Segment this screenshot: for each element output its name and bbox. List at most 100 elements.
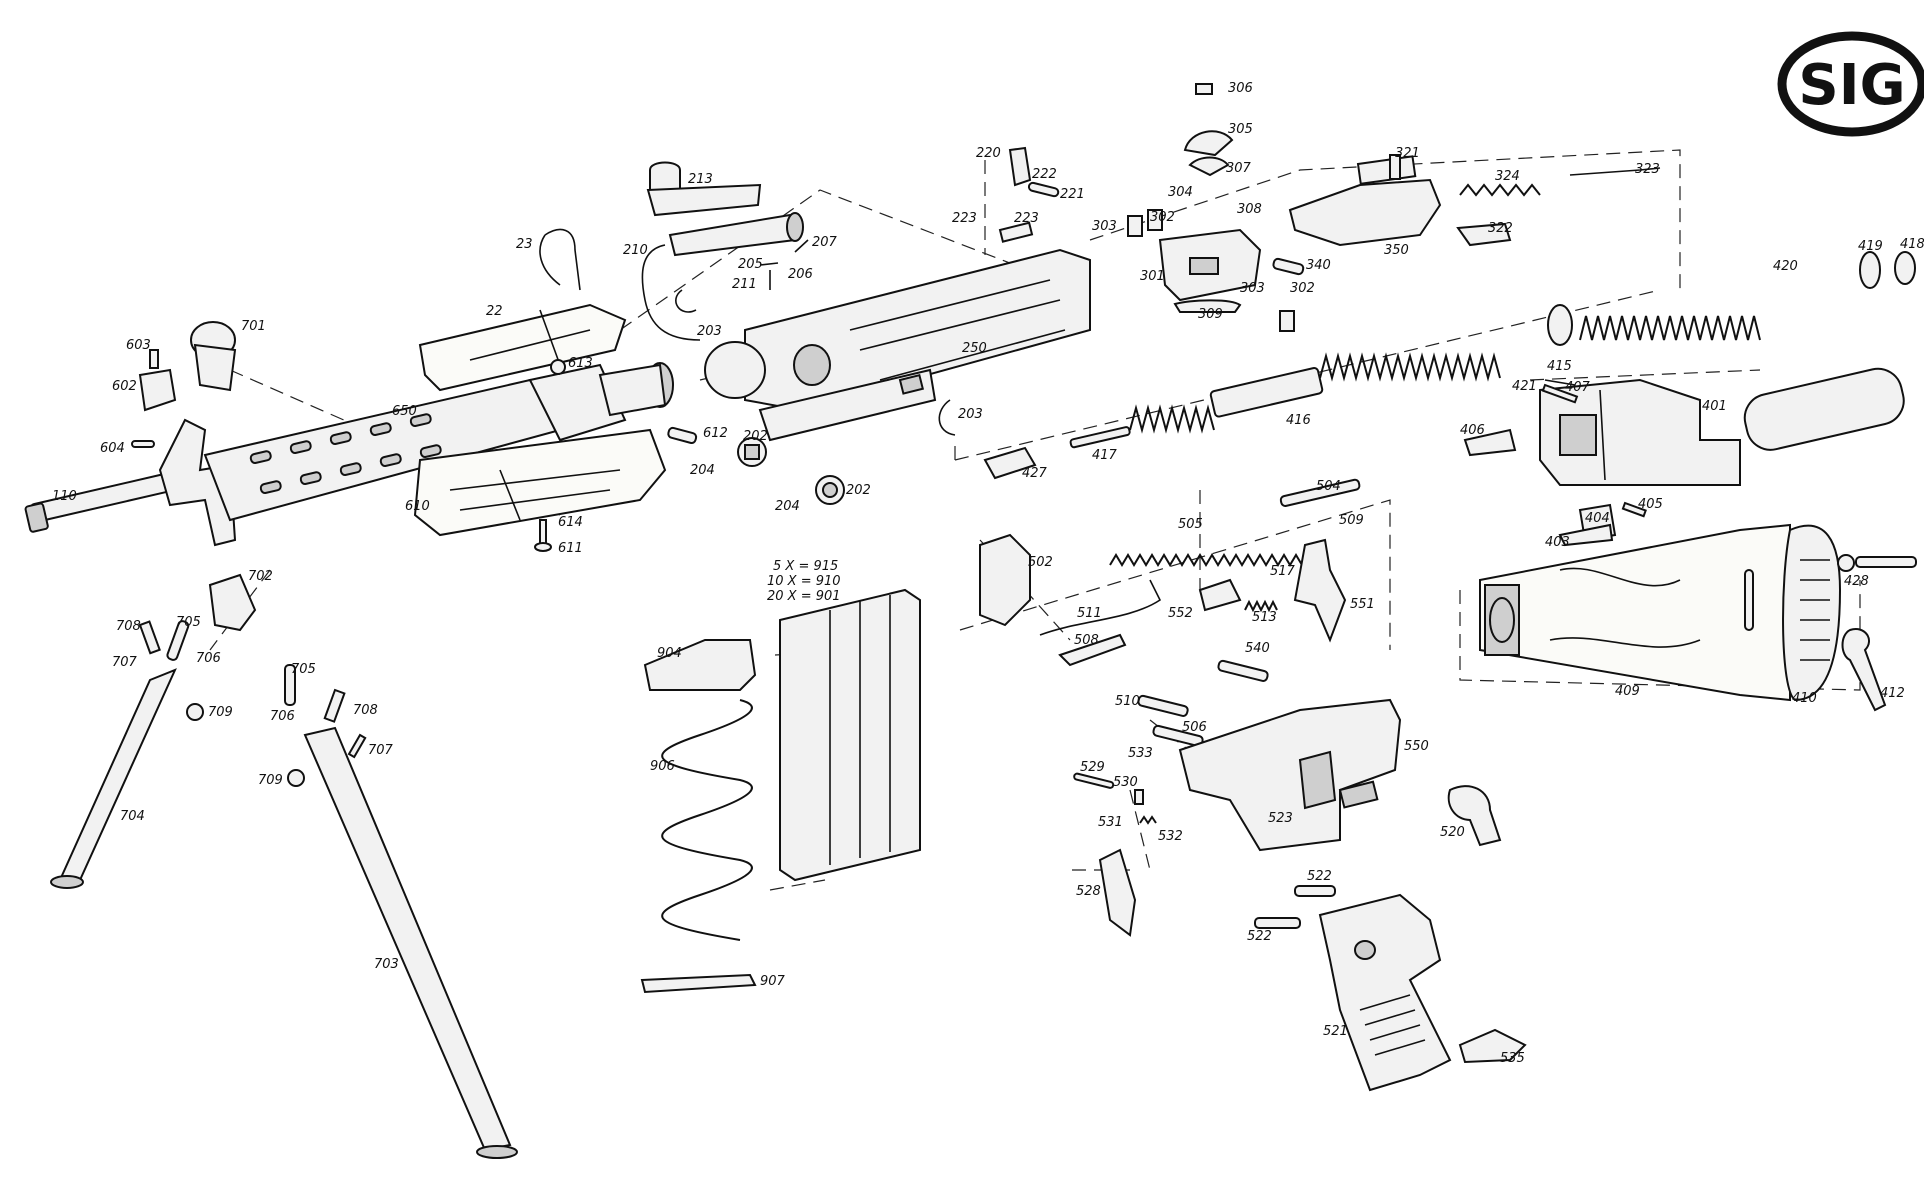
label-551: 551 xyxy=(1350,597,1375,612)
rod-417 xyxy=(1069,426,1131,449)
label-705-right: 705 xyxy=(291,662,316,677)
label-532: 532 xyxy=(1158,829,1183,844)
pin-603 xyxy=(149,349,159,369)
label-203-upper: 203 xyxy=(697,324,722,339)
label-510: 510 xyxy=(1115,694,1140,709)
label-420: 420 xyxy=(1773,259,1798,274)
pin-510 xyxy=(1137,694,1189,717)
magazine-body xyxy=(779,588,921,882)
label-552: 552 xyxy=(1168,606,1193,621)
label-220: 220 xyxy=(976,146,1001,161)
label-412: 412 xyxy=(1880,686,1905,701)
guide-416 xyxy=(1209,367,1324,418)
label-416: 416 xyxy=(1286,413,1311,428)
handle-210 xyxy=(668,213,797,257)
label-303-upper: 303 xyxy=(1092,219,1117,234)
label-531: 531 xyxy=(1098,815,1123,830)
label-704: 704 xyxy=(120,809,145,824)
sig-logo: SIG xyxy=(1777,31,1924,137)
spring-324 xyxy=(1459,183,1541,197)
mag-note-line-1: 5 X = 915 xyxy=(773,559,838,574)
label-301: 301 xyxy=(1140,269,1165,284)
label-520: 520 xyxy=(1440,825,1465,840)
label-709-left: 709 xyxy=(208,705,233,720)
label-707-right: 707 xyxy=(368,743,394,758)
part-322 xyxy=(1456,222,1512,247)
lever-528 xyxy=(1098,848,1137,937)
trigger-551 xyxy=(1293,538,1347,643)
pin-504 xyxy=(1279,478,1361,507)
label-702: 702 xyxy=(248,569,273,584)
butt-409 xyxy=(1479,523,1791,702)
spring-532 xyxy=(1139,815,1157,825)
stock-insert xyxy=(1559,414,1597,456)
nut-613 xyxy=(550,359,566,375)
label-418: 418 xyxy=(1900,237,1924,252)
label-427: 427 xyxy=(1022,466,1048,481)
label-705-left: 705 xyxy=(176,615,201,630)
label-307: 307 xyxy=(1226,161,1252,176)
label-350: 350 xyxy=(1384,243,1409,258)
trigger-group xyxy=(979,478,1527,1092)
label-522-lower: 522 xyxy=(1247,929,1272,944)
part-307 xyxy=(1188,156,1230,177)
label-415: 415 xyxy=(1547,359,1572,374)
buttstock-group xyxy=(1463,367,1917,712)
label-604: 604 xyxy=(100,441,125,456)
screw-604 xyxy=(131,440,155,448)
label-603: 603 xyxy=(126,338,151,353)
follower-904 xyxy=(643,639,757,691)
spring-421 xyxy=(1319,352,1501,382)
pin-529 xyxy=(1073,772,1115,789)
label-340: 340 xyxy=(1306,258,1331,273)
label-517: 517 xyxy=(1270,564,1296,579)
label-404: 404 xyxy=(1585,511,1610,526)
label-703: 703 xyxy=(374,957,399,972)
lower-handguard-610 xyxy=(413,428,667,537)
label-302-upper: 302 xyxy=(1150,210,1175,225)
label-504: 504 xyxy=(1316,479,1341,494)
label-23: 23 xyxy=(516,237,533,252)
part-220 xyxy=(1008,146,1032,187)
spring-513 xyxy=(1244,599,1278,613)
label-324: 324 xyxy=(1495,169,1520,184)
pin-708b xyxy=(323,688,346,723)
pin-522a xyxy=(1294,885,1336,897)
spring-505 xyxy=(1109,553,1303,567)
foot-704 xyxy=(50,875,84,889)
grip-521 xyxy=(1318,893,1452,1092)
label-706-left: 706 xyxy=(196,651,221,666)
receiver-assembly xyxy=(641,146,1091,505)
label-305: 305 xyxy=(1228,122,1253,137)
clip-203-lower xyxy=(938,399,956,436)
label-602: 602 xyxy=(112,379,137,394)
part-305 xyxy=(1183,130,1234,157)
label-523: 523 xyxy=(1268,811,1293,826)
label-529: 529 xyxy=(1080,760,1105,775)
label-506: 506 xyxy=(1182,720,1207,735)
label-203-lower: 203 xyxy=(958,407,983,422)
label-428: 428 xyxy=(1844,574,1869,589)
stock-body-401 xyxy=(1539,378,1741,486)
leg-704 xyxy=(58,668,177,881)
label-207: 207 xyxy=(812,235,838,250)
label-421: 421 xyxy=(1512,379,1537,394)
label-509: 509 xyxy=(1339,513,1364,528)
label-610: 610 xyxy=(405,499,430,514)
label-650: 650 xyxy=(392,404,417,419)
label-323: 323 xyxy=(1635,162,1660,177)
part-303b xyxy=(1279,310,1295,332)
label-511: 511 xyxy=(1077,606,1102,621)
label-611: 611 xyxy=(558,541,583,556)
label-206: 206 xyxy=(788,267,813,282)
spring-420 xyxy=(1579,315,1761,341)
receiver-250 xyxy=(744,248,1091,412)
bipod-group xyxy=(50,573,518,1159)
cap-418 xyxy=(1894,251,1916,285)
label-309: 309 xyxy=(1198,307,1223,322)
part-303 xyxy=(1127,215,1143,237)
part-309 xyxy=(1173,299,1242,313)
pin-522b xyxy=(1254,917,1301,929)
